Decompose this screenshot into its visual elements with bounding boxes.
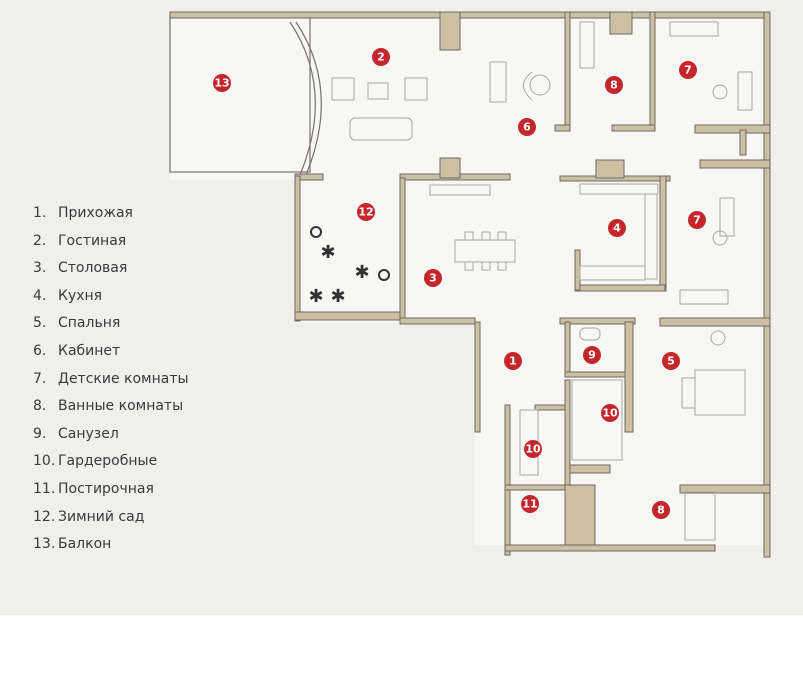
svg-text:2: 2 [377,51,385,64]
svg-text:5: 5 [667,355,675,368]
room-marker-6: 6 [518,118,536,136]
legend-item: 1.Прихожая [33,205,133,221]
plant-icon: ✱ [354,262,369,283]
room-marker-3: 3 [424,269,442,287]
legend-item: 3.Столовая [33,260,128,277]
legend-item: 10.Гардеробные [33,453,158,470]
plant-icon: ✱ [320,242,335,263]
legend-item: 9.Санузел [33,425,119,442]
curved-glazing [289,21,322,176]
room-marker-8: 8 [652,501,670,519]
legend-item: 5.Спальня [33,315,121,332]
legend-item: 8.Ванные комнаты [33,398,184,415]
room-marker-1: 1 [504,352,522,370]
svg-text:10: 10 [602,407,618,420]
plant-icons: ✱ ✱ ✱ ✱ [308,226,390,307]
legend-item: 4.Кухня [33,287,103,304]
svg-text:10: 10 [525,443,541,456]
room-markers: 13 2 6 8 7 12 4 7 3 1 9 5 10 10 11 8 [213,48,706,519]
svg-text:6: 6 [523,121,531,134]
room-marker-8: 8 [605,76,623,94]
room-marker-10: 10 [524,440,542,458]
room-marker-12: 12 [357,203,375,221]
plant-icon: ✱ [330,286,345,307]
legend-item: 13.Балкон [33,536,112,553]
room-marker-5: 5 [662,352,680,370]
svg-text:13: 13 [214,77,229,90]
room-marker-7: 7 [688,211,706,229]
room-marker-13: 13 [213,74,231,92]
room-legend: 1.Прихожая 2.Гостиная 3.Столовая 4.Кухня… [33,205,189,564]
room-marker-7: 7 [679,61,697,79]
svg-text:8: 8 [610,79,618,92]
room-marker-9: 9 [583,346,601,364]
legend-item: 6.Кабинет [33,342,121,359]
svg-text:11: 11 [522,498,537,511]
svg-text:9: 9 [588,349,596,362]
room-marker-10: 10 [601,404,619,422]
svg-text:12: 12 [358,206,373,219]
room-marker-4: 4 [608,219,626,237]
svg-text:7: 7 [684,64,692,77]
svg-text:1: 1 [509,355,517,368]
legend-item: 11.Постирочная [33,480,154,497]
plant-icon: ✱ [308,286,323,307]
room-marker-11: 11 [521,495,539,513]
svg-text:4: 4 [613,222,621,235]
floor-area [170,16,768,545]
walls [169,11,771,558]
legend-item: 12.Зимний сад [33,508,145,525]
legend-item: 2.Гостиная [33,232,127,249]
svg-text:7: 7 [693,214,701,227]
legend-item: 7.Детские комнаты [33,370,189,387]
svg-text:3: 3 [429,272,437,285]
room-marker-2: 2 [372,48,390,66]
svg-text:8: 8 [657,504,665,517]
furniture [331,21,753,541]
